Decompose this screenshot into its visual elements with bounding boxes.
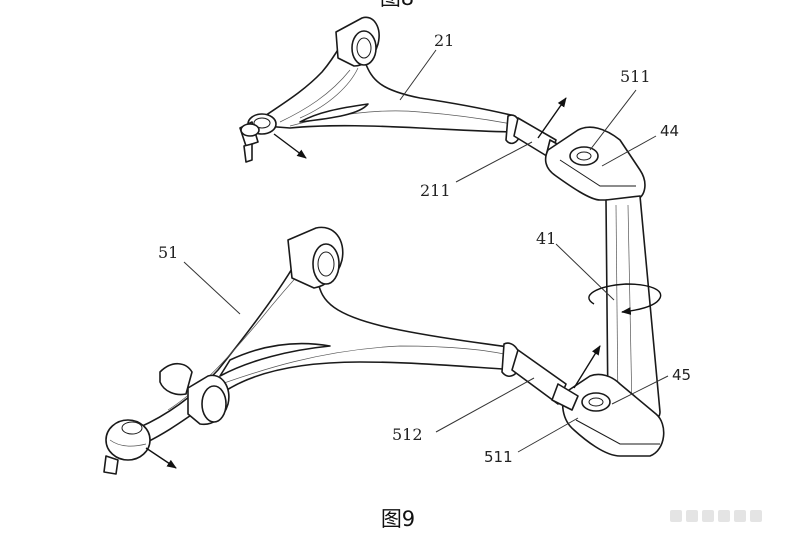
connecting-rod xyxy=(544,126,665,457)
upper-control-arm xyxy=(239,16,569,165)
label-512: 512 xyxy=(392,425,423,444)
lower-control-arm xyxy=(103,226,579,475)
label-211: 211 xyxy=(420,181,451,200)
reference-labels: 21 511 44 211 41 51 45 512 511 xyxy=(158,31,691,466)
label-44: 44 xyxy=(660,122,679,140)
label-41: 41 xyxy=(536,229,556,248)
top-figure-caption: 图8 xyxy=(380,0,414,10)
watermark-mark xyxy=(670,509,782,527)
label-51: 51 xyxy=(158,243,178,262)
leader-lines xyxy=(183,49,669,453)
label-45: 45 xyxy=(672,366,691,384)
direction-arrows xyxy=(145,97,601,469)
label-21: 21 xyxy=(434,31,454,50)
bottom-figure-caption: 图9 xyxy=(381,507,415,531)
label-511-bottom: 511 xyxy=(484,448,513,466)
label-511-top: 511 xyxy=(620,67,651,86)
